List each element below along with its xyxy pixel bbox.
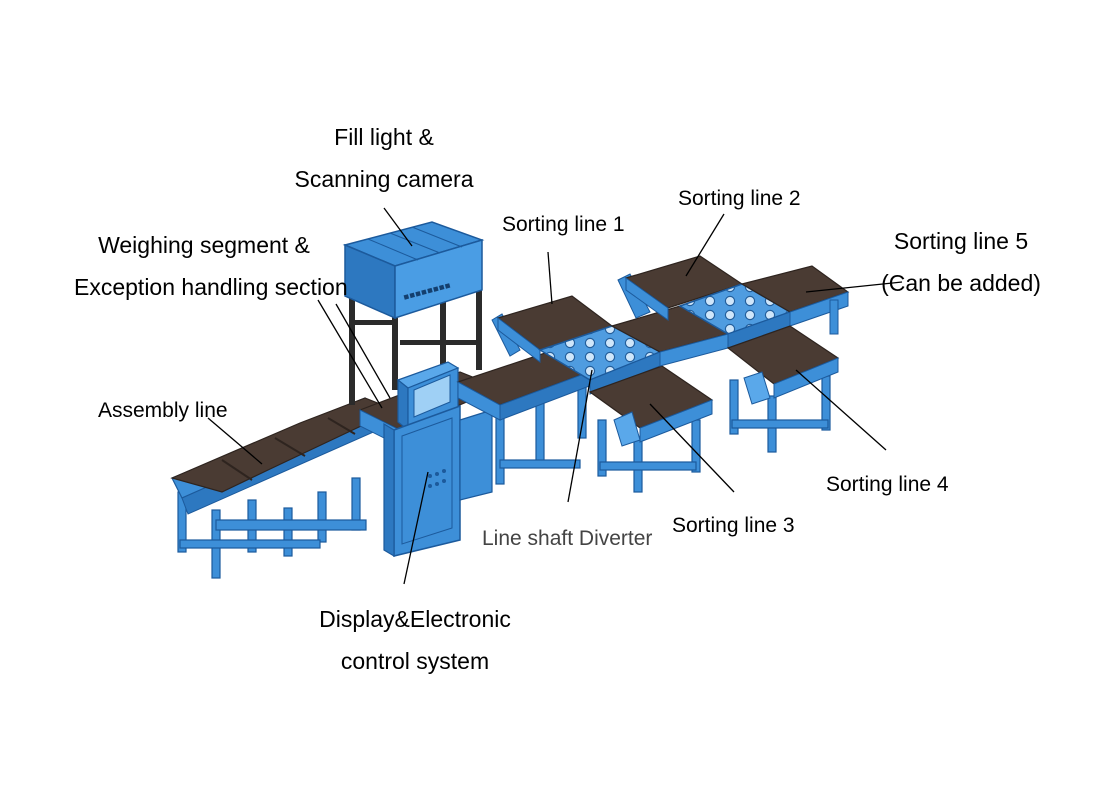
display-label-line2: control system: [340, 648, 490, 674]
assembly-line-conveyor: [170, 397, 397, 579]
leader-assembly-line: [207, 417, 263, 465]
leader-sorting-line-1: [547, 251, 553, 305]
leader-sorting-line-4: [795, 369, 887, 451]
leader-sorting-line-5: [805, 281, 903, 293]
sorting-line-1-label: Sorting line 1: [502, 213, 625, 236]
weighing-label-line2: Exception handling section: [74, 274, 348, 300]
sorting-line-4-label: Sorting line 4: [826, 473, 949, 496]
weighing-segment-label: Weighing segment & Exception handling se…: [74, 224, 348, 308]
leader-control-system: [403, 471, 429, 585]
leader-weighing-2: [335, 303, 391, 399]
leader-diverter: [567, 369, 593, 503]
leader-scanning-camera: [383, 207, 413, 247]
sorting-line-5-label-line2: (Can be added): [881, 270, 1041, 296]
control-cabinet: [383, 361, 493, 558]
line-shaft-diverter-label: Line shaft Diverter: [482, 527, 653, 550]
sorting-line-2-conveyor: [617, 255, 744, 321]
fill-light-label-line2: Scanning camera: [294, 166, 474, 192]
sorting-line-1-conveyor: [491, 295, 614, 364]
sorting-line-3-conveyor: [588, 365, 714, 493]
leader-sorting-line-2: [685, 213, 725, 277]
sorting-line-2-label: Sorting line 2: [678, 187, 801, 210]
sorting-line-3-label: Sorting line 3: [672, 514, 795, 537]
leader-sorting-line-3: [649, 403, 735, 493]
leader-weighing-1: [317, 299, 383, 409]
display-control-label: Display&Electronic control system: [312, 598, 518, 682]
leader-lines: [207, 207, 903, 585]
display-label-line1: Display&Electronic: [319, 606, 511, 632]
weighing-label-line1: Weighing segment &: [98, 232, 310, 258]
sorting-line-4-conveyor: [726, 325, 840, 453]
fill-light-label-line1: Fill light &: [334, 124, 434, 150]
sorting-line-5-label: Sorting line 5 (Can be added): [876, 220, 1046, 304]
sorting-line-5-label-line1: Sorting line 5: [893, 228, 1029, 254]
fill-light-label: Fill light & Scanning camera: [284, 116, 484, 200]
assembly-line-label: Assembly line: [98, 399, 228, 422]
sorting-line-5-conveyor: [740, 265, 850, 335]
